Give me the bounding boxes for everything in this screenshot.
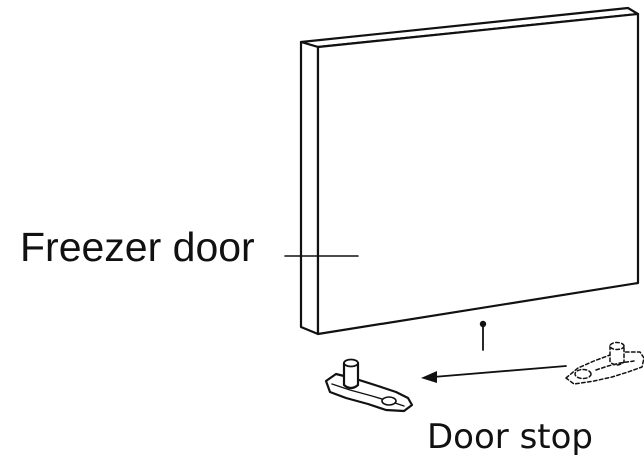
door-front-face bbox=[316, 12, 640, 336]
door-stop-original-detail bbox=[595, 360, 635, 371]
door-stop-installed-hole bbox=[381, 396, 397, 406]
door-stop-original-post bbox=[609, 345, 625, 366]
door-stop-installed-cap bbox=[343, 358, 359, 368]
door-stop-original-hole bbox=[574, 368, 592, 380]
door-stop-installed-post bbox=[342, 361, 360, 390]
door-stop-original-body bbox=[565, 351, 644, 385]
freezer-door-panel bbox=[299, 6, 640, 336]
door-stop-installed bbox=[324, 358, 414, 413]
door-stop-label: Door stop bbox=[427, 417, 593, 457]
move-arrow-head bbox=[421, 371, 437, 383]
mounting-point-marker bbox=[479, 320, 487, 351]
door-stop-original bbox=[565, 341, 644, 385]
door-stop-original-cap bbox=[609, 341, 625, 351]
door-side-face bbox=[299, 40, 320, 336]
door-stop-installed-inner bbox=[331, 383, 405, 407]
door-stop-installed-body bbox=[324, 372, 414, 413]
move-arrow bbox=[421, 365, 567, 383]
move-arrow-shaft bbox=[432, 365, 567, 378]
freezer-door-label: Freezer door bbox=[20, 224, 255, 270]
mounting-point-dot bbox=[479, 320, 487, 328]
